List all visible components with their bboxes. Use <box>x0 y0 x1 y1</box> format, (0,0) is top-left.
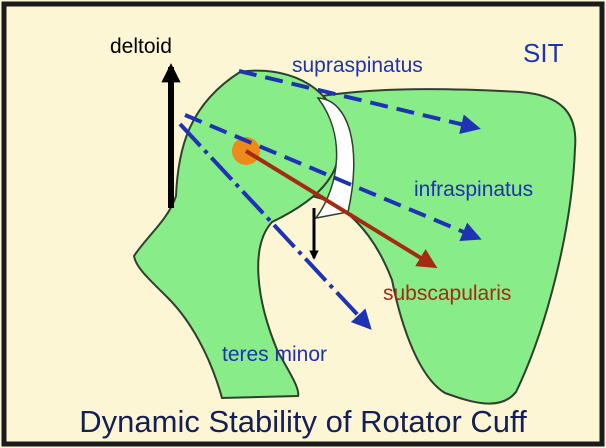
label-infraspinatus: infraspinatus <box>414 178 533 201</box>
teres-minor-arrow <box>178 122 372 330</box>
label-teres-minor: teres minor <box>222 343 327 366</box>
subscapularis-arrow <box>244 149 438 269</box>
diagram-caption: Dynamic Stability of Rotator Cuff <box>79 404 527 439</box>
label-subscapularis: subscapularis <box>383 282 511 305</box>
label-sit: SIT <box>523 38 564 68</box>
label-deltoid: deltoid <box>110 35 172 58</box>
supraspinatus-arrow <box>238 69 481 134</box>
label-supraspinatus: supraspinatus <box>292 54 423 77</box>
